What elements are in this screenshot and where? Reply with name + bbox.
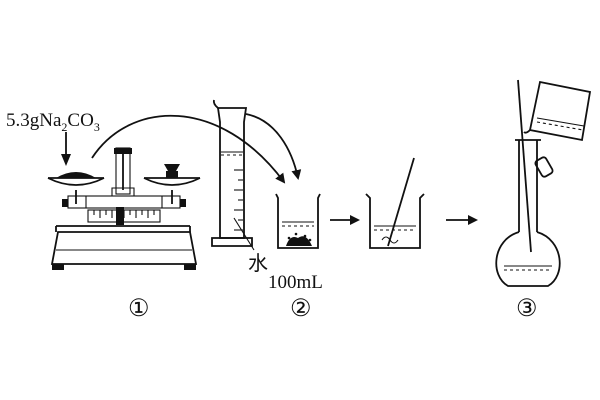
beaker-with-solid — [275, 193, 321, 249]
glass-rod — [387, 157, 415, 247]
flask-stopper — [534, 156, 554, 178]
weight-block — [164, 164, 180, 171]
water-volume-label: 100mL — [268, 272, 323, 293]
flask-glass-rod — [517, 79, 532, 253]
step-marker-2: ② — [290, 296, 312, 322]
beaker-with-stirring-rod — [365, 157, 425, 249]
graduated-cylinder — [211, 99, 253, 247]
step-marker-3: ③ — [516, 296, 538, 322]
water-leader-line — [233, 217, 255, 251]
weight-base — [166, 171, 178, 178]
pouring-beaker — [523, 80, 592, 142]
balance-scale — [47, 147, 201, 270]
transfer-arrow-solid — [91, 114, 286, 184]
rider — [116, 207, 124, 225]
reagent-label: 5.3gNa2CO3 — [6, 110, 100, 134]
solid-clump — [286, 236, 312, 246]
sodium-carbonate-powder — [56, 172, 96, 178]
step-marker-1: ① — [128, 296, 150, 322]
transfer-arrow-water — [245, 113, 302, 180]
water-label: 水 — [248, 251, 268, 275]
reagent-down-arrow — [61, 132, 71, 166]
volumetric-flask — [495, 79, 561, 287]
